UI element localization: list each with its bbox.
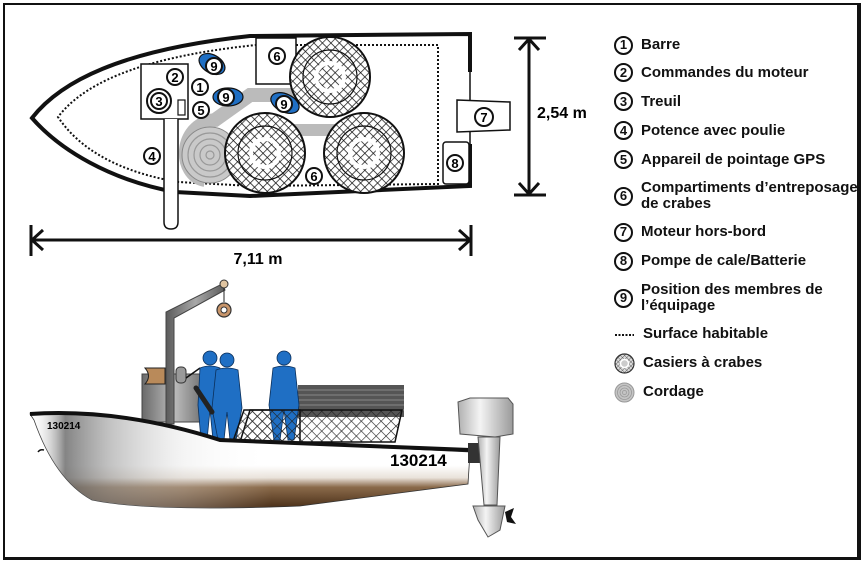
crab-trap	[323, 112, 405, 194]
legend-item-gps: 5 Appareil de pointage GPS	[614, 145, 859, 174]
number-6-icon: 6	[614, 186, 633, 206]
davit-arm	[163, 119, 179, 230]
length-label: 7,11 m	[234, 251, 283, 268]
hull-number-side: 130214	[390, 451, 447, 470]
legend-item-crew: 9 Position des membres de l’équipage	[614, 276, 859, 320]
legend-item-engine-controls: 2 Commandes du moteur	[614, 58, 859, 87]
legend-item-storage: 6 Compartiments d’entreposage de crabes	[614, 174, 859, 218]
length-dimension	[29, 225, 473, 256]
marker-9: 9	[205, 57, 223, 75]
living-surface-outline	[56, 44, 439, 188]
marker-1: 1	[191, 78, 209, 96]
gunwale	[29, 411, 471, 452]
legend-item-winch: 3 Treuil	[614, 87, 859, 116]
marker-9: 9	[217, 88, 235, 106]
marker-6: 6	[305, 167, 323, 185]
svg-text:3: 3	[155, 94, 162, 109]
legend-item-outboard: 7 Moteur hors-bord	[614, 218, 859, 246]
marker-6: 6	[268, 47, 286, 65]
legend-item-barre: 1 Barre	[614, 32, 859, 58]
marker-9: 9	[275, 95, 293, 113]
svg-text:8: 8	[451, 156, 458, 171]
legend-item-living-surface: Surface habitable	[614, 320, 859, 348]
number-4-icon: 4	[614, 121, 633, 140]
legend-item-crab-traps: Casiers à crabes	[614, 348, 859, 378]
legend: 1 Barre 2 Commandes du moteur 3 Treuil 4…	[614, 32, 859, 406]
legend-item-bilge-pump: 8 Pompe de cale/Batterie	[614, 246, 859, 276]
number-1-icon: 1	[614, 35, 633, 55]
marker-4: 4	[143, 147, 161, 165]
winch-handle	[193, 385, 215, 415]
propeller	[505, 508, 516, 524]
number-2-icon: 2	[614, 63, 633, 82]
number-9-icon: 9	[614, 288, 633, 308]
hull-number-bow: 130214	[47, 421, 81, 432]
number-8-icon: 8	[614, 251, 633, 271]
rope-coil-icon	[614, 382, 635, 402]
svg-text:5: 5	[197, 103, 204, 118]
marker-8: 8	[446, 154, 464, 172]
dotted-line-icon	[615, 333, 634, 336]
crab-trap-icon	[614, 352, 635, 374]
gps-unit	[177, 99, 186, 116]
svg-text:2: 2	[171, 70, 178, 85]
svg-text:9: 9	[210, 59, 217, 74]
crab-trap	[289, 36, 371, 118]
outboard-motor	[457, 397, 516, 538]
svg-text:9: 9	[280, 97, 287, 112]
svg-text:6: 6	[310, 169, 317, 184]
number-3-icon: 3	[614, 92, 633, 111]
svg-text:7: 7	[480, 110, 487, 125]
number-7-icon: 7	[614, 222, 633, 242]
svg-text:9: 9	[222, 90, 229, 105]
marker-7: 7	[474, 107, 494, 127]
svg-text:4: 4	[148, 149, 156, 164]
width-label: 2,54 m	[537, 105, 587, 122]
svg-text:6: 6	[273, 49, 280, 64]
crew-member	[211, 352, 243, 441]
legend-item-rope: Cordage	[614, 378, 859, 406]
marker-3: 3	[146, 88, 172, 114]
marker-5: 5	[192, 101, 210, 119]
plan-view: 1 2 3 4 5 6 6 7 8 9 9 9 7,11 m	[29, 31, 587, 268]
marker-2: 2	[166, 68, 184, 86]
side-view: 130214 130214	[29, 279, 516, 538]
crab-trap	[224, 112, 306, 194]
number-5-icon: 5	[614, 150, 633, 169]
svg-text:1: 1	[196, 80, 203, 95]
legend-item-davit: 4 Potence avec poulie	[614, 116, 859, 145]
width-dimension	[514, 36, 546, 197]
winch-drum	[143, 367, 166, 385]
